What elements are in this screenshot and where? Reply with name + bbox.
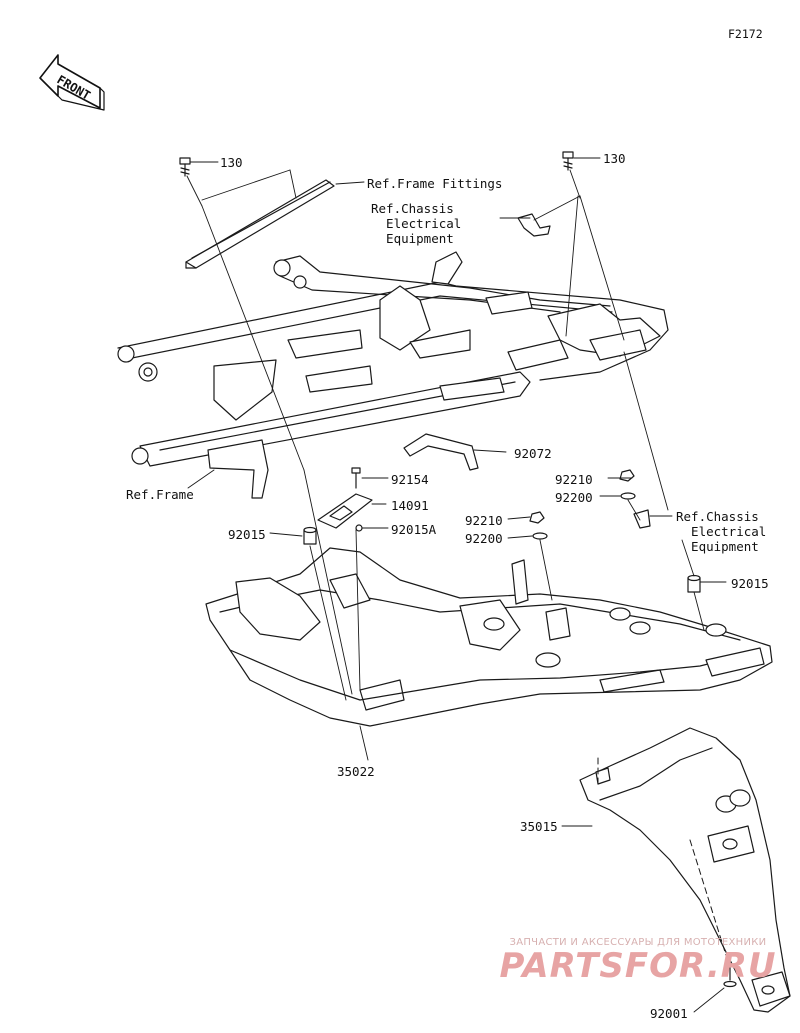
callout-92001: 92001 <box>650 1006 688 1021</box>
watermark: ЗАПЧАСТИ И АКСЕССУАРЫ ДЛЯ МОТОТЕХНИКИ PA… <box>488 937 788 986</box>
chassis-clip <box>517 213 551 237</box>
bolt-130-left <box>179 157 191 177</box>
leader-lines <box>186 157 727 1013</box>
collar-92015-right <box>687 574 701 593</box>
watermark-logo: PARTSFOR.RU <box>499 946 777 986</box>
rear-frame <box>117 251 669 499</box>
figure-code: F2172 <box>728 27 763 41</box>
callout-ref-chassis-top: Ref.Chassis Electrical Equipment <box>371 201 462 246</box>
callout-35022: 35022 <box>337 764 375 779</box>
callout-35015: 35015 <box>520 819 558 834</box>
callout-92015-right: 92015 <box>731 576 769 591</box>
bolt-92154 <box>351 467 361 489</box>
callout-92210-right: 92210 <box>555 472 593 487</box>
chassis-clip-right <box>633 509 651 529</box>
callout-92015-left: 92015 <box>228 527 266 542</box>
nut-92210-right <box>619 469 635 482</box>
frame-fitting-bar <box>185 179 335 269</box>
callout-92015A: 92015A <box>391 522 437 537</box>
callout-ref-frame-fittings: Ref.Frame Fittings <box>367 176 503 191</box>
rear-fender-35022 <box>205 547 773 727</box>
callout-ref-chassis-right: Ref.Chassis Electrical Equipment <box>676 509 767 554</box>
callout-14091: 14091 <box>391 498 429 513</box>
rear-fender-35015 <box>579 727 791 1013</box>
front-arrow-icon: FRONT <box>39 54 105 111</box>
alignment-dashed-line <box>597 755 731 969</box>
callout-92154: 92154 <box>391 472 429 487</box>
callout-92072: 92072 <box>514 446 552 461</box>
plate-14091 <box>317 493 373 529</box>
washer-92200-mid <box>532 532 548 540</box>
callout-92200-right: 92200 <box>555 490 593 505</box>
bracket-92072 <box>403 433 479 471</box>
callout-92200-mid: 92200 <box>465 531 503 546</box>
callout-130-left: 130 <box>220 155 243 170</box>
collar-92015-left <box>303 526 317 545</box>
callout-92210-mid: 92210 <box>465 513 503 528</box>
bolt-130-right <box>562 151 574 171</box>
callout-ref-frame: Ref.Frame <box>126 487 194 502</box>
watermark-tagline: ЗАПЧАСТИ И АКСЕССУАРЫ ДЛЯ МОТОТЕХНИКИ <box>509 937 767 948</box>
collar-92015A <box>355 524 363 532</box>
nut-92210-mid <box>529 511 545 524</box>
callout-130-right: 130 <box>603 151 626 166</box>
washer-92200-right <box>620 492 636 500</box>
screw-92001 <box>723 967 737 988</box>
